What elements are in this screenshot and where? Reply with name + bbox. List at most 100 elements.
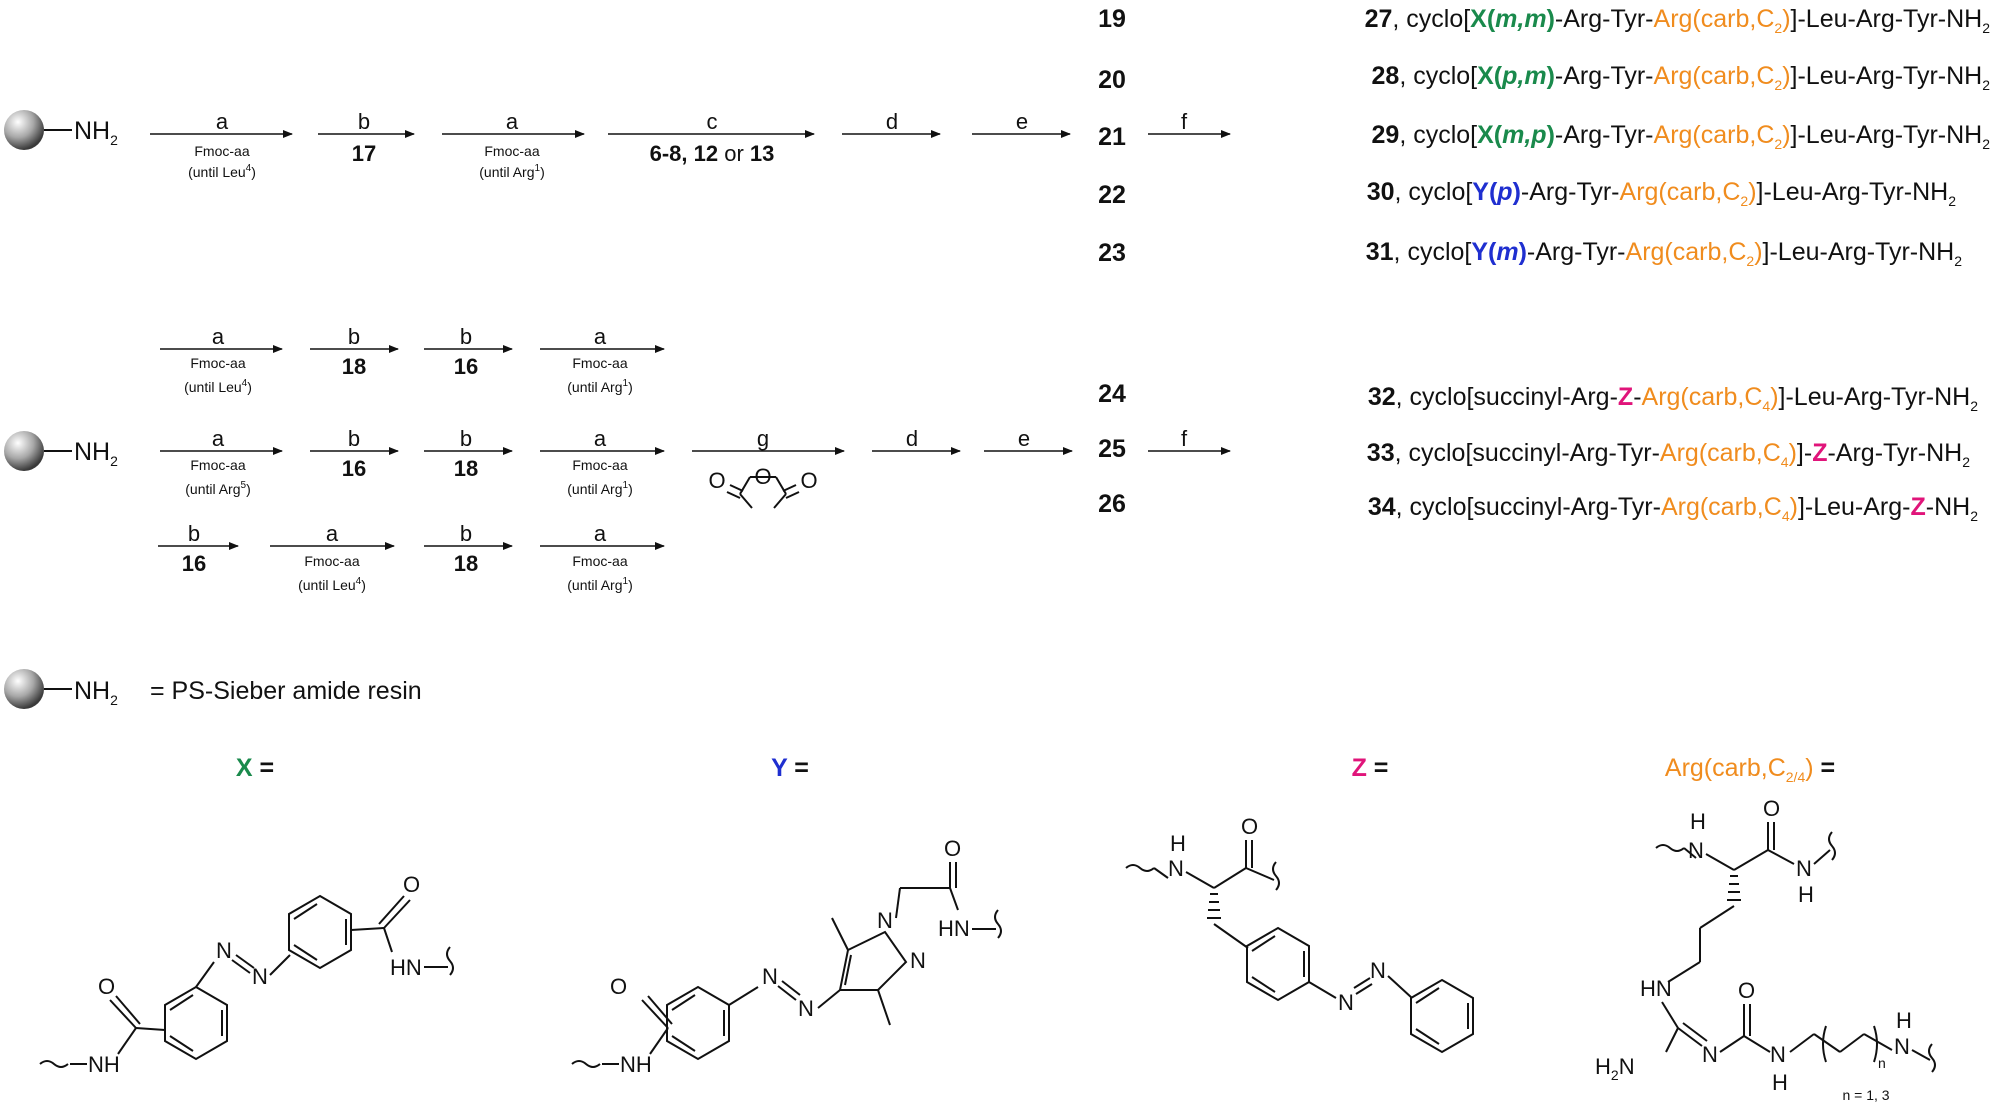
- bottom-row2-step-3: b 18: [424, 426, 513, 481]
- svg-text:29, cyclo[X(m,p)-Arg-Tyr-Arg(c: 29, cyclo[X(m,p)-Arg-Tyr-Arg(carb,C2)]-L…: [1372, 121, 1991, 152]
- top-step-1: a Fmoc-aa (until Leu4): [150, 109, 293, 180]
- svg-text:Fmoc-aa: Fmoc-aa: [304, 553, 359, 569]
- svg-text:H: H: [1798, 882, 1814, 907]
- svg-text:32, cyclo[succinyl-Arg-Z-Arg(c: 32, cyclo[succinyl-Arg-Z-Arg(carb,C4)]-L…: [1368, 383, 1978, 414]
- svg-text:H2N: H2N: [1595, 1054, 1635, 1083]
- bottom-row2-step-e: e: [984, 426, 1073, 455]
- svg-text:b: b: [188, 521, 200, 546]
- bottom-intermediates: 24 25 26: [1098, 380, 1126, 518]
- bottom-row2-step-4: a Fmoc-aa (until Arg1): [540, 426, 665, 497]
- svg-text:27, cyclo[X(m,m)-Arg-Tyr-Arg(c: 27, cyclo[X(m,m)-Arg-Tyr-Arg(carb,C2)]-L…: [1365, 5, 1991, 36]
- bottom-products: 32, cyclo[succinyl-Arg-Z-Arg(carb,C4)]-L…: [1367, 383, 1978, 524]
- svg-text:6-8, 12 or 13: 6-8, 12 or 13: [650, 141, 775, 166]
- svg-text:Arg(carb,C2/4) =: Arg(carb,C2/4) =: [1665, 754, 1835, 785]
- svg-text:NH2: NH2: [74, 438, 118, 469]
- svg-text:O: O: [944, 836, 961, 861]
- top-step-6: e: [972, 109, 1071, 138]
- svg-text:17: 17: [352, 141, 376, 166]
- bottom-row2-step-1: a Fmoc-aa (until Arg5): [160, 426, 283, 497]
- bottom-row1-step-4: a Fmoc-aa (until Arg1): [540, 324, 665, 395]
- bottom-row2-step-g: g O O O: [692, 426, 845, 509]
- svg-text:f: f: [1181, 109, 1188, 134]
- resin-bead-icon: [4, 110, 44, 150]
- svg-text:N: N: [1370, 958, 1386, 983]
- svg-text:N: N: [1338, 990, 1354, 1015]
- svg-text:n: n: [1878, 1055, 1886, 1071]
- resin-bead-icon: [4, 669, 44, 709]
- svg-text:18: 18: [454, 551, 478, 576]
- svg-text:26: 26: [1098, 490, 1126, 518]
- svg-text:(until Arg5): (until Arg5): [185, 480, 250, 497]
- svg-text:e: e: [1018, 426, 1030, 451]
- bottom-row2-step-2: b 16: [310, 426, 399, 481]
- svg-text:b: b: [348, 426, 360, 451]
- svg-text:18: 18: [342, 354, 366, 379]
- svg-text:24: 24: [1098, 380, 1126, 408]
- svg-text:34, cyclo[succinyl-Arg-Tyr-Arg: 34, cyclo[succinyl-Arg-Tyr-Arg(carb,C4)]…: [1368, 493, 1978, 524]
- svg-text:30, cyclo[Y(p)-Arg-Tyr-Arg(car: 30, cyclo[Y(p)-Arg-Tyr-Arg(carb,C2)]-Leu…: [1367, 178, 1957, 209]
- svg-text:25: 25: [1098, 435, 1126, 463]
- svg-text:Fmoc-aa: Fmoc-aa: [190, 355, 245, 371]
- svg-text:N: N: [762, 964, 778, 989]
- bottom-row2-step-d: d: [872, 426, 961, 455]
- svg-text:Fmoc-aa: Fmoc-aa: [572, 553, 627, 569]
- svg-text:NH2: NH2: [74, 117, 118, 148]
- svg-text:d: d: [886, 109, 898, 134]
- svg-text:b: b: [460, 324, 472, 349]
- structure-y: NH O N N N N O HN: [571, 836, 1002, 1077]
- svg-text:N: N: [1702, 1042, 1718, 1067]
- svg-text:H: H: [1170, 831, 1186, 856]
- svg-text:(until Arg1): (until Arg1): [567, 480, 632, 497]
- top-products: 27, cyclo[X(m,m)-Arg-Tyr-Arg(carb,C2)]-L…: [1365, 5, 1991, 269]
- svg-text:23: 23: [1098, 239, 1126, 267]
- svg-text:N: N: [1770, 1042, 1786, 1067]
- svg-text:H: H: [1690, 809, 1706, 834]
- svg-text:NH2: NH2: [74, 677, 118, 708]
- bottom-row2-step-f: f: [1148, 426, 1231, 455]
- svg-text:(until Leu4): (until Leu4): [184, 378, 252, 395]
- svg-text:(until Arg1): (until Arg1): [567, 378, 632, 395]
- svg-text:N: N: [1688, 838, 1704, 863]
- bottom-resin: NH2: [4, 431, 118, 471]
- svg-text:f: f: [1181, 426, 1188, 451]
- structure-arg-carb: H N O N H HN H2N N O N H: [1595, 796, 1936, 1103]
- svg-text:HN: HN: [938, 916, 970, 941]
- svg-text:X =: X =: [236, 754, 274, 782]
- svg-text:a: a: [326, 521, 339, 546]
- svg-text:= PS-Sieber amide resin: = PS-Sieber amide resin: [150, 677, 422, 705]
- resin-legend: NH2 = PS-Sieber amide resin: [4, 669, 422, 709]
- svg-text:16: 16: [182, 551, 206, 576]
- svg-text:a: a: [212, 426, 225, 451]
- svg-text:20: 20: [1098, 66, 1126, 94]
- svg-text:N: N: [1168, 856, 1184, 881]
- svg-text:a: a: [212, 324, 225, 349]
- svg-text:16: 16: [454, 354, 478, 379]
- top-step-2: b 17: [318, 109, 415, 166]
- bottom-row3-step-2: a Fmoc-aa (until Leu4): [270, 521, 395, 593]
- svg-text:(until Leu4): (until Leu4): [188, 163, 256, 180]
- bottom-row1-step-2: b 18: [310, 324, 399, 379]
- svg-text:NH: NH: [620, 1052, 652, 1077]
- svg-text:N: N: [1894, 1034, 1910, 1059]
- svg-text:33, cyclo[succinyl-Arg-Tyr-Arg: 33, cyclo[succinyl-Arg-Tyr-Arg(carb,C4)]…: [1367, 439, 1970, 470]
- svg-text:O: O: [1738, 978, 1755, 1003]
- svg-text:g: g: [757, 426, 769, 451]
- bottom-row1-step-1: a Fmoc-aa (until Leu4): [160, 324, 283, 395]
- svg-text:(until Leu4): (until Leu4): [298, 576, 366, 593]
- structure-z: H N O N N: [1125, 814, 1474, 1054]
- svg-text:28, cyclo[X(p,m)-Arg-Tyr-Arg(c: 28, cyclo[X(p,m)-Arg-Tyr-Arg(carb,C2)]-L…: [1372, 62, 1991, 93]
- svg-text:HN: HN: [1640, 976, 1672, 1001]
- top-step-4: c 6-8, 12 or 13: [608, 109, 815, 166]
- svg-text:O: O: [1763, 796, 1780, 821]
- svg-text:e: e: [1016, 109, 1028, 134]
- svg-text:N: N: [216, 938, 232, 963]
- svg-text:N: N: [877, 908, 893, 933]
- svg-text:O: O: [610, 974, 627, 999]
- top-resin: NH2: [4, 110, 118, 150]
- svg-text:b: b: [460, 521, 472, 546]
- svg-text:22: 22: [1098, 181, 1126, 209]
- svg-text:O: O: [754, 464, 771, 489]
- svg-text:O: O: [800, 468, 817, 493]
- svg-text:b: b: [348, 324, 360, 349]
